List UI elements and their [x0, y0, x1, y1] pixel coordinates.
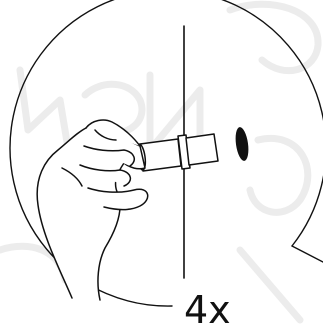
- hand-icon: [37, 120, 148, 300]
- drill-hole-icon: [234, 126, 251, 161]
- quantity-label: 4x: [184, 288, 231, 332]
- detail-callout: [292, 246, 323, 262]
